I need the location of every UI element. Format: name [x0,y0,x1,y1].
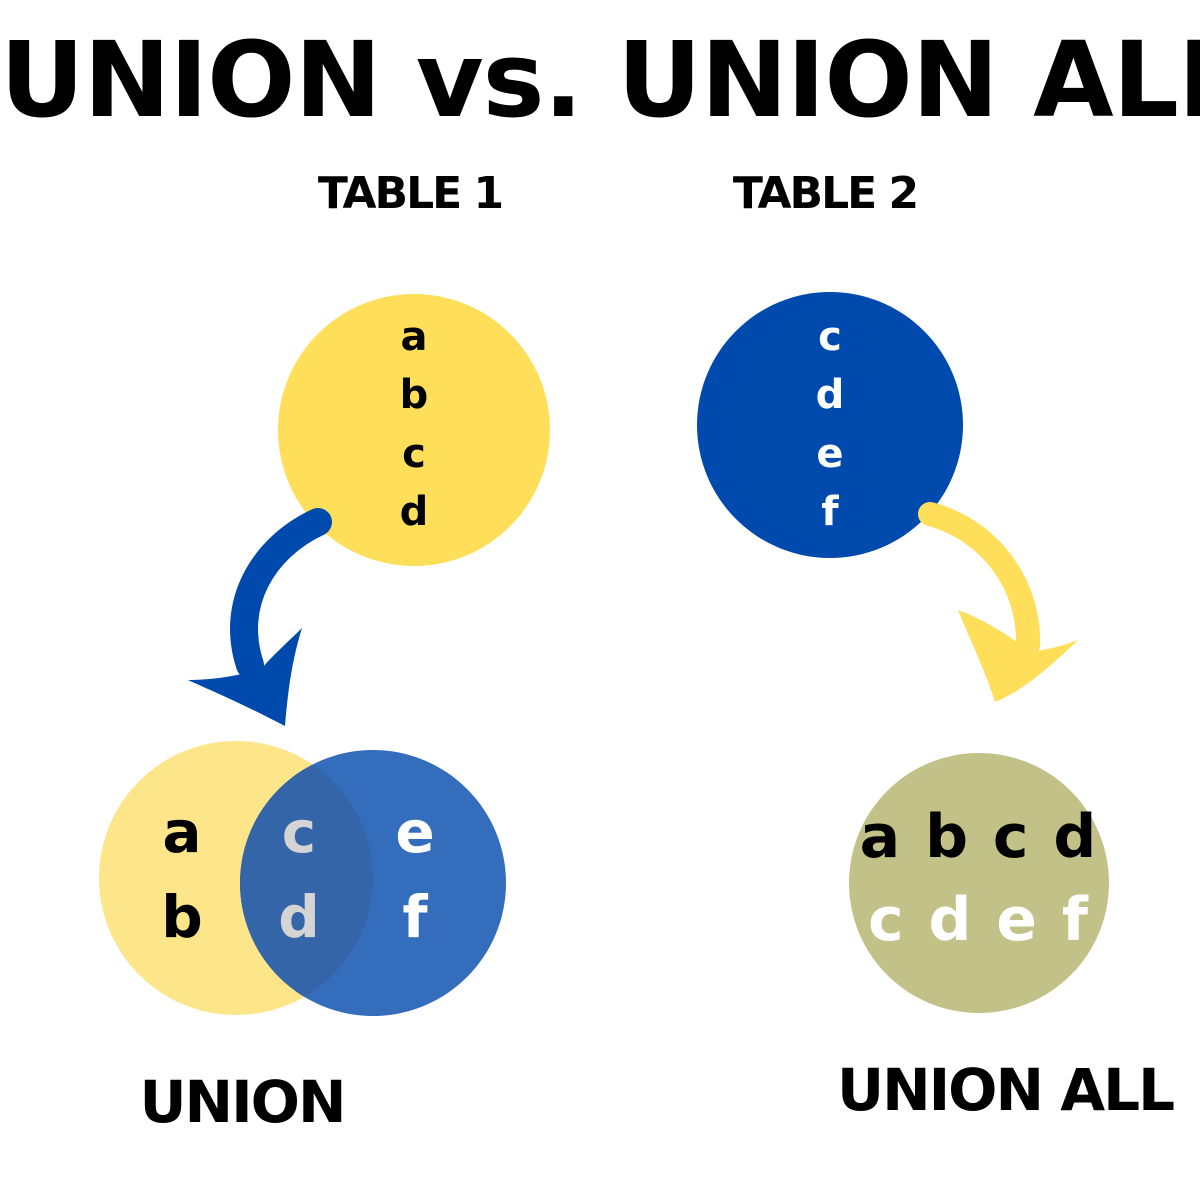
union-all-circle [849,753,1109,1013]
union-all-arrow-shaft [918,502,1041,657]
table1-circle [278,294,550,566]
table1-value: a [401,314,428,360]
union-all-row2: c d e f [868,885,1090,955]
table2-value: f [821,489,839,535]
union-all-value: c [993,802,1031,872]
page-title: UNION vs. UNION ALL [0,19,1200,141]
union-all-value: c [868,885,906,955]
union-all-arrow [918,502,1078,702]
union-overlap [240,750,373,1015]
table1-label: TABLE 1 [317,168,504,219]
table2-label: TABLE 2 [732,168,919,219]
table1-value: b [400,372,429,418]
union-overlap-value: c [282,798,316,866]
union-right-value: e [395,798,434,866]
union-all-value: a [860,802,903,872]
union-all-value: b [925,802,970,872]
union-arrow [188,508,332,726]
table2-circle [697,292,963,558]
table2-value: c [818,314,842,360]
union-all-value: f [1062,885,1090,955]
table1-value: c [402,431,426,477]
table2-value: e [816,431,843,477]
union-all-value: d [928,885,973,955]
table2-value: d [816,372,845,418]
union-left-value: a [162,798,201,866]
union-arrow-head [188,628,302,726]
union-all-value: d [1053,802,1098,872]
union-all-group: a b c d c d e f [849,753,1109,1013]
union-label: UNION [139,1068,346,1136]
table1-group: a b c d [278,294,550,566]
union-all-label: UNION ALL [836,1056,1175,1124]
union-all-row1: a b c d [860,802,1099,872]
table2-group: c d e f [697,292,963,558]
union-overlap-value: d [278,883,320,951]
union-venn: a b c d e f [99,741,506,1016]
table1-value: d [400,489,429,535]
union-left-value: b [161,883,203,951]
union-right-value: f [402,883,428,951]
union-all-arrow-head [958,610,1078,702]
union-arrow-shaft [230,508,332,679]
union-all-value: e [996,885,1039,955]
